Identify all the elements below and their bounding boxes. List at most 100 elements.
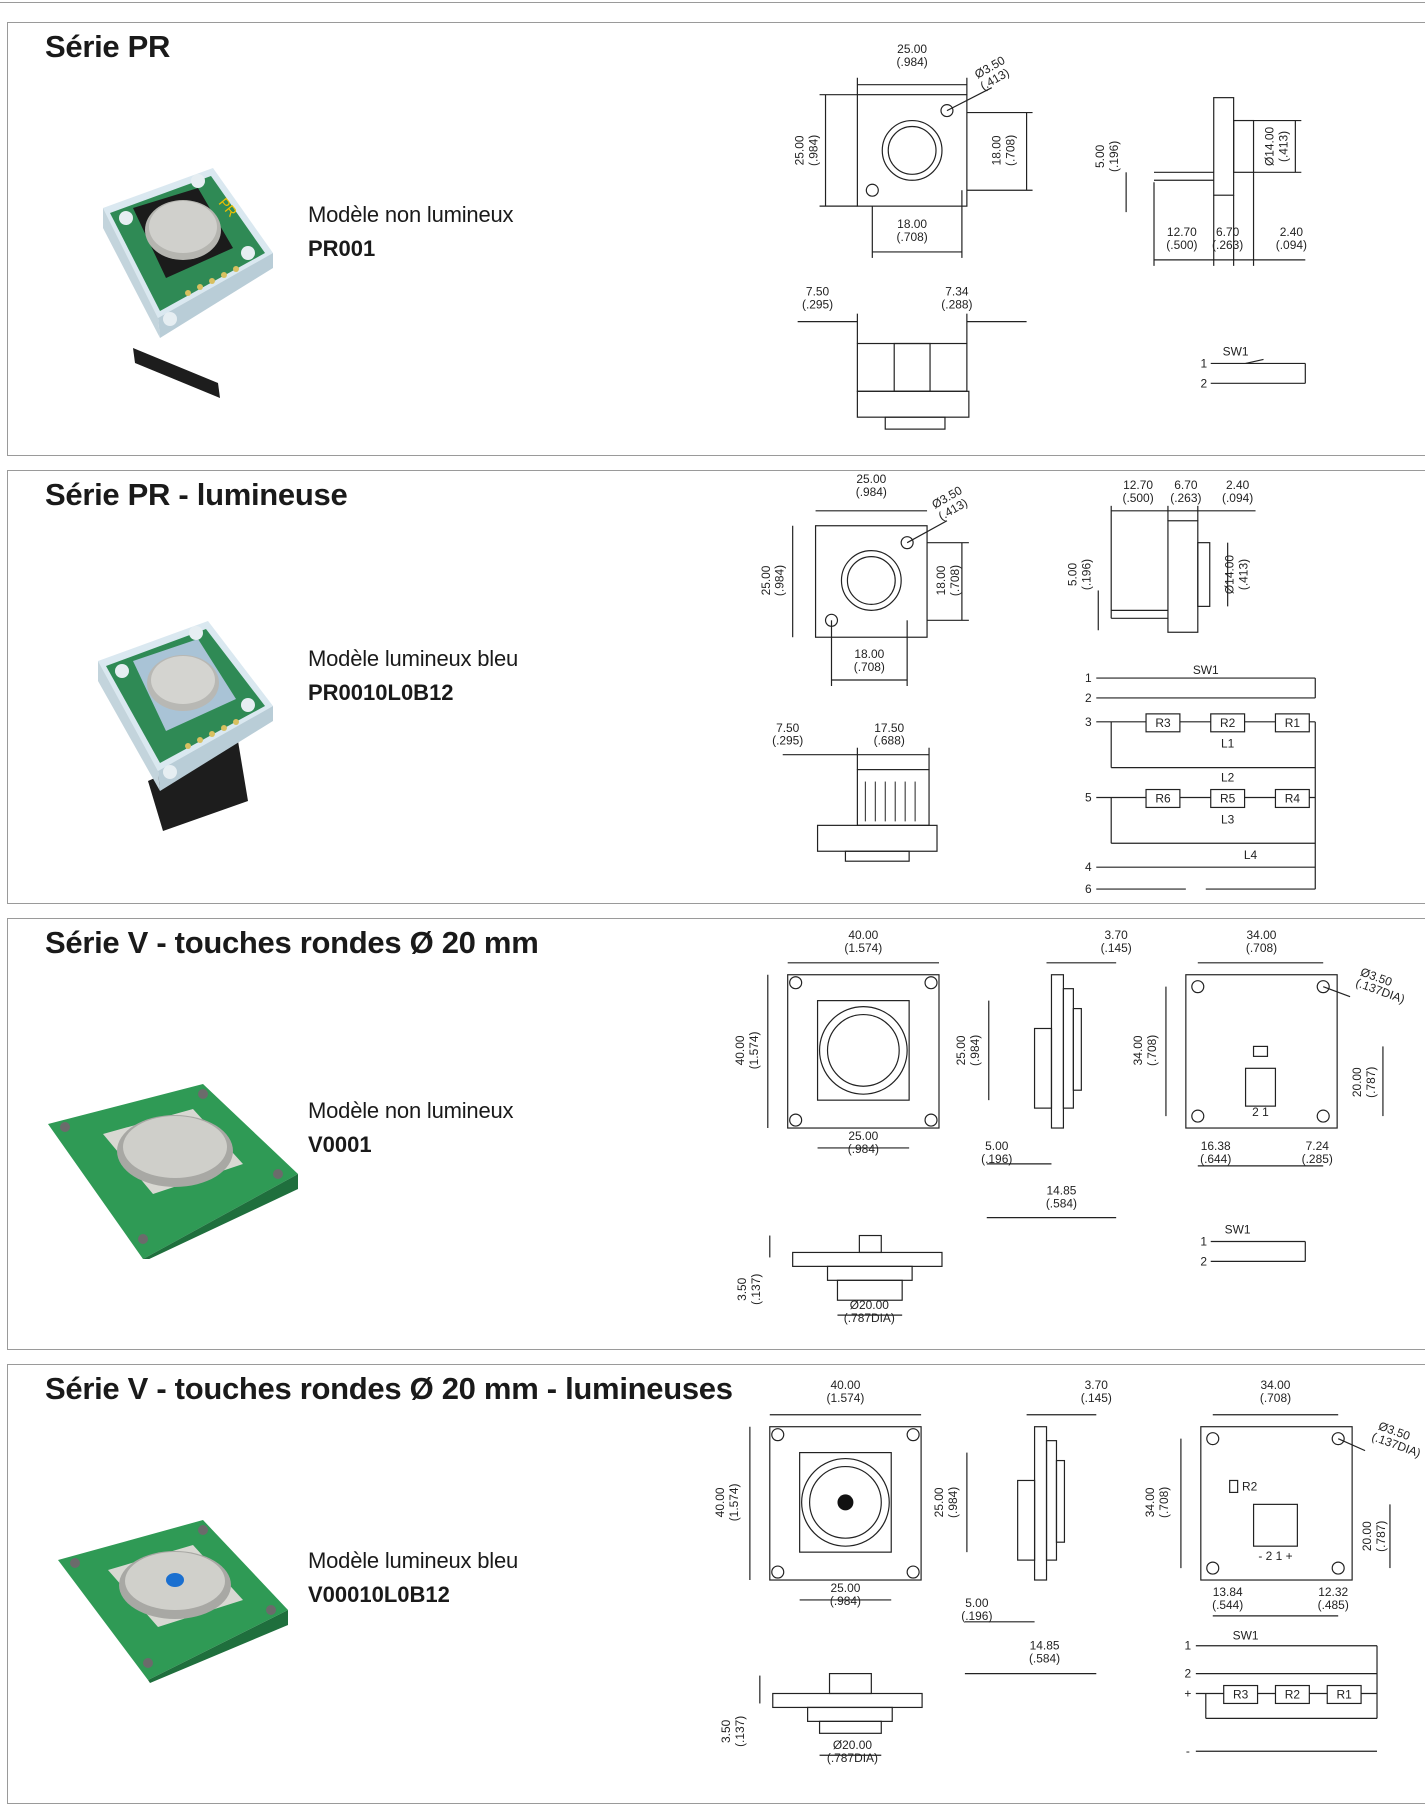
dim-back-w-in: (.708)	[1246, 941, 1277, 955]
section-v-lumineuses: Série V - touches rondes Ø 20 mm - lumin…	[7, 1364, 1425, 1804]
dim-left: 16.38	[1201, 1139, 1231, 1153]
connector-pins: - 2 1 +	[1258, 1549, 1292, 1563]
schematic-pin: 2	[1085, 691, 1092, 705]
dim-flange-in: (.137)	[749, 1274, 763, 1305]
dim-back-w-in: (.708)	[1260, 1391, 1291, 1405]
dim-bottom-left-in: (.295)	[772, 734, 803, 748]
resistor-label: R6	[1155, 791, 1171, 805]
model-info: Modèle lumineux bleu V00010L0B12	[308, 1543, 518, 1611]
dim-key-w: 25.00	[848, 1129, 878, 1143]
dim-button-dia-in: (.787DIA)	[844, 1311, 895, 1325]
dim-back-w: 34.00	[1247, 928, 1277, 942]
dim-height-in: (1.574)	[747, 1031, 761, 1069]
schematic-pin: 6	[1085, 882, 1092, 896]
dim-b-in: (.263)	[1170, 491, 1201, 505]
dim-c: 2.40	[1226, 478, 1250, 492]
model-description: Modèle non lumineux	[308, 202, 514, 227]
dim-height: 25.00	[759, 565, 773, 595]
led-label: L4	[1244, 848, 1258, 862]
resistor-label: R2	[1242, 1479, 1258, 1493]
dim-hole: Ø3.50	[972, 53, 1007, 82]
dim-bottom-right: 7.34	[945, 285, 969, 299]
dim-key-h: 25.00	[932, 1487, 946, 1517]
schematic-pin: 3	[1085, 715, 1092, 729]
dim-width-in: (.984)	[897, 55, 928, 69]
model-info: Modèle non lumineux V0001	[308, 1093, 514, 1161]
connector-pins: 2 1	[1252, 1105, 1269, 1119]
dim-side-h-in: (.196)	[1107, 141, 1121, 172]
section-pr: Série PR PR Modèle non lumineux PR001	[7, 22, 1425, 456]
schematic-pin: 4	[1085, 860, 1092, 874]
dim-bottom-right-in: (.688)	[874, 734, 905, 748]
model-code: V0001	[308, 1132, 372, 1157]
dim-conn-h-in: (.787)	[1364, 1067, 1378, 1098]
model-info: Modèle non lumineux PR001	[308, 197, 514, 265]
schematic-pin: 1	[1085, 671, 1092, 685]
dim-inner-h: 18.00	[934, 565, 948, 595]
dim-conn-h: 20.00	[1350, 1067, 1364, 1097]
dim-offset-in: (.196)	[961, 1609, 992, 1623]
dim-inner-h-in: (.708)	[948, 565, 962, 596]
dim-side-h: 5.00	[1093, 144, 1107, 168]
dim-button-dia: Ø20.00	[850, 1298, 890, 1312]
dim-depth-in: (.584)	[1029, 1652, 1060, 1666]
dim-a-in: (.500)	[1122, 491, 1153, 505]
product-photo-pr0010l0b12	[48, 591, 288, 836]
schematic-pin1: 1	[1200, 356, 1207, 370]
dim-depth: 14.85	[1030, 1639, 1060, 1653]
schematic-pin: -	[1186, 1744, 1190, 1758]
dim-a: 12.70	[1167, 225, 1197, 239]
led-label: L1	[1221, 737, 1235, 751]
dim-left-in: (.644)	[1200, 1152, 1231, 1166]
dim-width-in: (1.574)	[827, 1391, 865, 1405]
dim-inner-w: 18.00	[854, 647, 884, 661]
dim-back-w: 34.00	[1261, 1378, 1291, 1392]
model-description: Modèle non lumineux	[308, 1098, 514, 1123]
schematic-pin1: 1	[1200, 1234, 1207, 1248]
section-title: Série V - touches rondes Ø 20 mm	[45, 925, 539, 960]
dim-key-w: 25.00	[831, 1581, 861, 1595]
model-code: PR0010L0B12	[308, 680, 454, 705]
dim-back-h-in: (.708)	[1157, 1487, 1171, 1518]
dim-a-in: (.500)	[1166, 238, 1197, 252]
dim-flange: 3.50	[735, 1277, 749, 1301]
product-photo-v00010l0b12	[53, 1515, 293, 1690]
top-rule	[0, 2, 1425, 3]
dim-c: 2.40	[1280, 225, 1304, 239]
resistor-label: R1	[1337, 1687, 1353, 1701]
dim-thickness: 3.70	[1105, 928, 1129, 942]
dim-flange: 3.50	[719, 1719, 733, 1743]
dim-height: 25.00	[793, 135, 807, 165]
dim-bottom-left: 7.50	[806, 285, 830, 299]
dim-inner-w-in: (.708)	[897, 230, 928, 244]
dim-back-h: 34.00	[1143, 1487, 1157, 1517]
schematic-pin: 2	[1185, 1667, 1192, 1681]
dim-thickness-in: (.145)	[1101, 941, 1132, 955]
model-info: Modèle lumineux bleu PR0010L0B12	[308, 641, 518, 709]
dim-conn-h: 20.00	[1360, 1521, 1374, 1551]
model-description: Modèle lumineux bleu	[308, 646, 519, 671]
resistor-label: R3	[1233, 1687, 1249, 1701]
resistor-label: R2	[1285, 1687, 1301, 1701]
dim-hole-in: (.413)	[978, 65, 1012, 93]
dim-thickness-in: (.145)	[1081, 1391, 1112, 1405]
dim-dia: Ø14.00	[1223, 555, 1237, 595]
dim-width: 25.00	[856, 472, 886, 486]
dim-offset: 5.00	[985, 1139, 1009, 1153]
schematic-sw: SW1	[1193, 663, 1219, 677]
product-photo-pr001: PR	[48, 143, 288, 408]
section-title: Série PR	[45, 29, 171, 64]
model-description: Modèle lumineux bleu	[308, 1548, 519, 1573]
schematic-sw: SW1	[1225, 1223, 1251, 1237]
dim-right: 7.24	[1306, 1139, 1330, 1153]
dim-depth-in: (.584)	[1046, 1197, 1077, 1211]
schematic-sw: SW1	[1233, 1629, 1259, 1643]
dim-right-in: (.485)	[1318, 1598, 1349, 1612]
dim-hole: Ø3.50	[929, 483, 964, 512]
dim-left: 13.84	[1213, 1585, 1243, 1599]
schematic-pin: 5	[1085, 790, 1092, 804]
resistor-label: R2	[1220, 716, 1236, 730]
dim-c-in: (.094)	[1222, 491, 1253, 505]
section-pr-lumineuse: Série PR - lumineuse Modèle lumineux ble…	[7, 470, 1425, 904]
schematic-pin2: 2	[1200, 1254, 1207, 1268]
